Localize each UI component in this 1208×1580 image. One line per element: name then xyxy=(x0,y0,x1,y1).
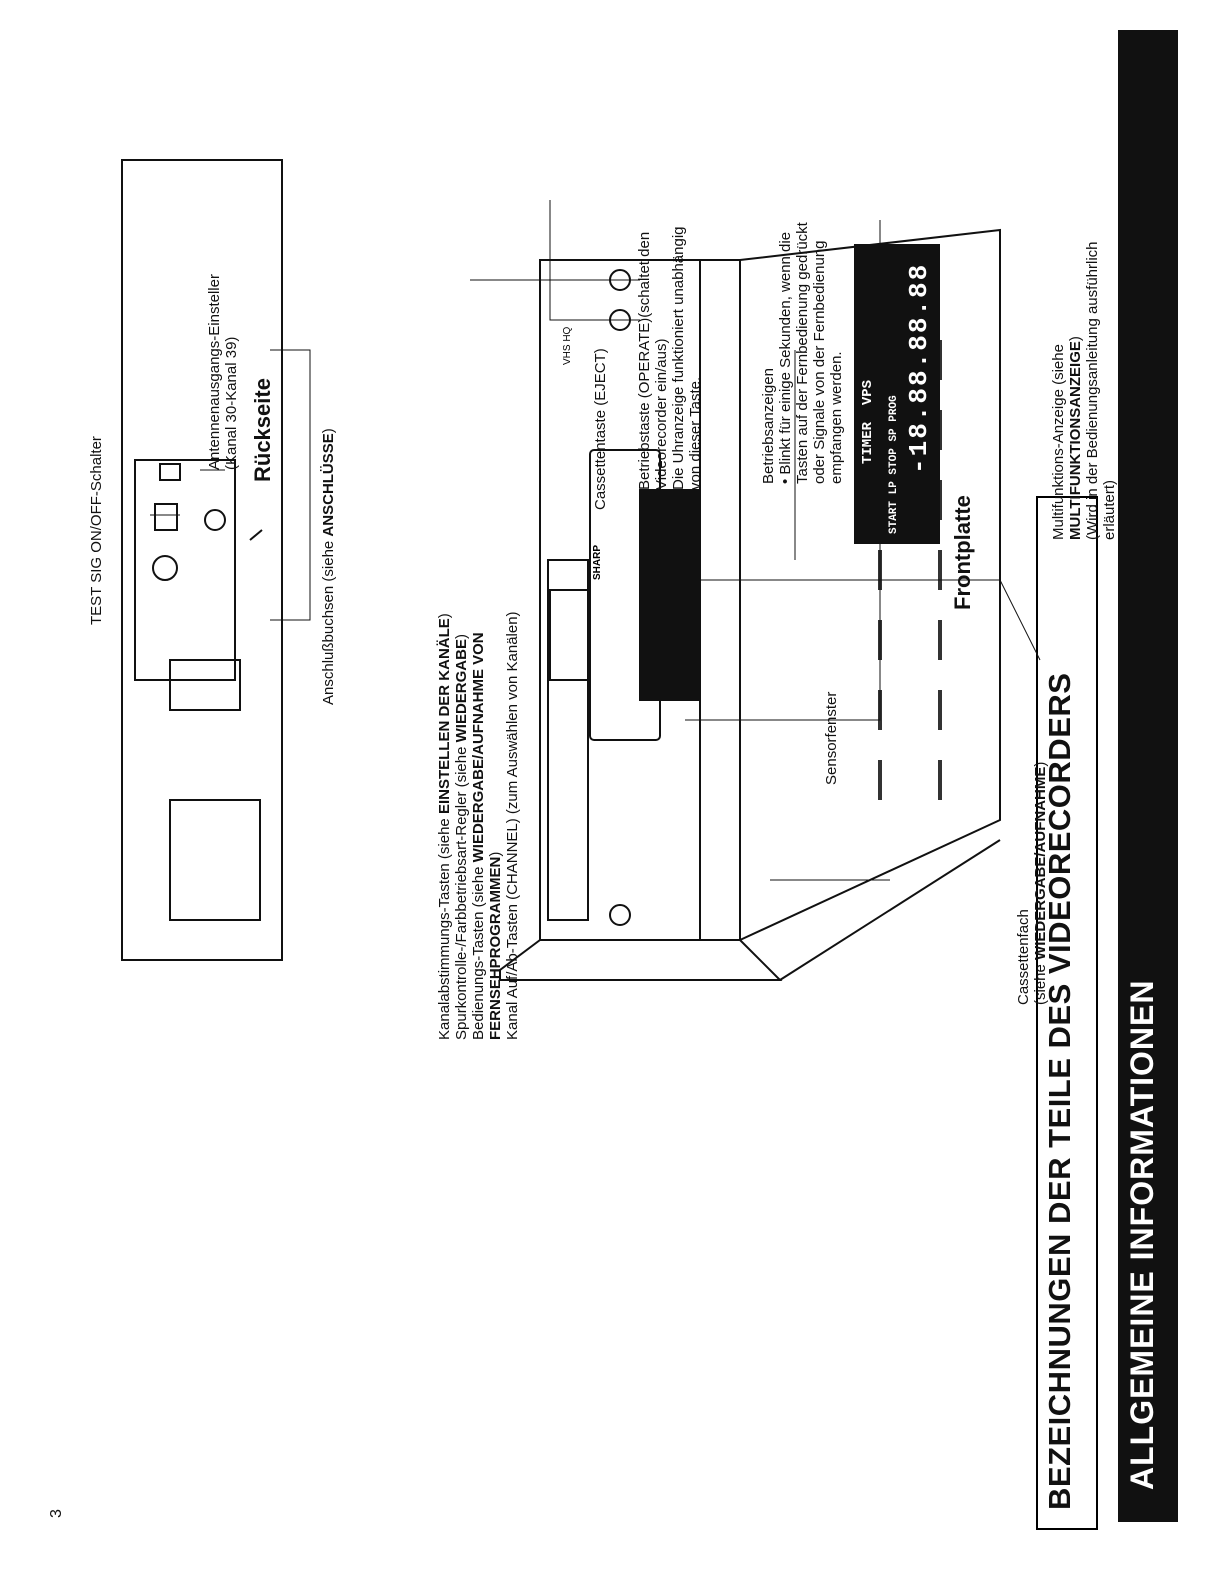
rf-adjuster-label: Antennenausgangs-Einsteller (Kanal 30-Ka… xyxy=(206,274,240,470)
test-switch-label: TEST SIG ON/OFF-Schalter xyxy=(88,436,105,625)
audio-video-socket xyxy=(169,659,241,711)
antenna-in-jack xyxy=(152,555,178,581)
test-sig-switch xyxy=(154,503,178,531)
connector-panel xyxy=(134,459,236,681)
rf-out-jack xyxy=(204,509,226,531)
vcr-rear-body xyxy=(121,159,283,961)
vcr-left-side xyxy=(499,939,783,981)
rear-connectors-label: Anschlußbuchsen (siehe ANSCHLÜSSE) xyxy=(320,428,337,705)
page-number: 3 xyxy=(48,1509,65,1518)
brand-label: SHARP xyxy=(592,545,603,580)
connectors-callout xyxy=(270,349,311,621)
vhs-label: VHS HQ xyxy=(562,326,573,365)
channel-adjuster xyxy=(159,463,181,481)
cassette-door xyxy=(547,559,589,921)
